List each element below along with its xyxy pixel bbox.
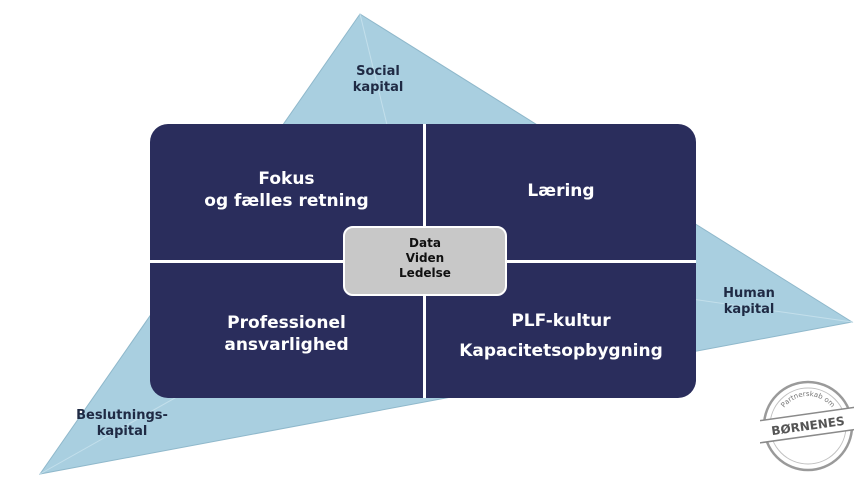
center-line: Ledelse: [399, 266, 451, 280]
quadrant-laering: Læring: [426, 180, 696, 202]
center-line: Data: [409, 236, 441, 250]
quadrant-line: ansvarlighed: [224, 335, 349, 355]
corner-label-human: Human kapital: [712, 286, 786, 318]
quadrant-line: og fælles retning: [204, 191, 369, 211]
quadrant-line: Fokus: [258, 169, 315, 189]
quadrant-plf: PLF-kultur Kapacitetsopbygning: [426, 306, 696, 366]
corner-line: kapital: [723, 302, 775, 317]
quadrant-line: Professionel: [227, 313, 346, 333]
corner-label-social: Social kapital: [338, 64, 418, 96]
quadrant-line: Læring: [527, 181, 595, 201]
corner-label-beslutning: Beslutnings- kapital: [62, 408, 182, 440]
corner-line: Human: [723, 286, 775, 301]
corner-line: Beslutnings-: [76, 408, 168, 423]
center-line: Viden: [405, 251, 445, 265]
stamp-logo: Partnerskab om BØRNENES: [760, 380, 854, 472]
quadrant-fokus: Fokus og fælles retning: [150, 168, 423, 212]
corner-line: Social: [356, 64, 400, 79]
corner-line: kapital: [96, 424, 148, 439]
quadrant-professionel: Professionel ansvarlighed: [150, 312, 423, 356]
corner-line: kapital: [352, 80, 404, 95]
center-box: Data Viden Ledelse: [343, 226, 507, 296]
quadrant-line: Kapacitetsopbygning: [459, 341, 663, 361]
quadrant-line: PLF-kultur: [511, 311, 611, 331]
